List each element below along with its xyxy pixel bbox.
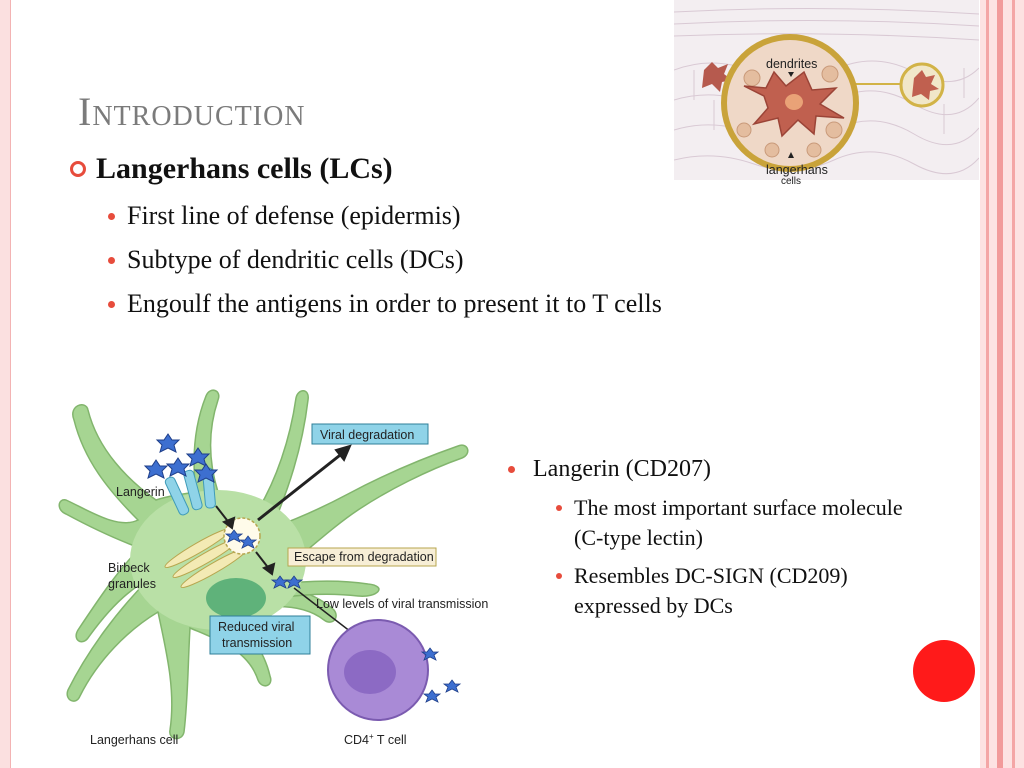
birbeck-label-2: granules <box>108 577 156 591</box>
langerin-label: Langerin <box>116 485 165 499</box>
bullet-dot-icon <box>108 212 115 220</box>
bullet-dot-icon <box>556 505 562 511</box>
right-stripe-line-2 <box>997 0 1003 768</box>
cd4-t-cell-label: CD4+ T cell <box>344 732 407 747</box>
slide-title: Introduction <box>78 89 306 134</box>
skin-langerhans-illustration: dendrites langerhans <box>674 0 979 180</box>
sub-bullet-item: First line of defense (epidermis) <box>108 194 662 238</box>
viral-degradation-label: Viral degradation <box>320 428 414 442</box>
ring-bullet-icon <box>70 161 86 177</box>
langerin-sub-item: Resembles DC-SIGN (CD209) expressed by D… <box>556 561 948 621</box>
langerin-bullet: Langerin (CD207) <box>508 456 948 483</box>
langerin-sub-text: Resembles DC-SIGN (CD209) expressed by D… <box>574 563 848 618</box>
reduced-label-2: transmission <box>222 636 292 650</box>
langerin-bullet-list: Langerin (CD207) The most important surf… <box>508 456 948 629</box>
sub-bullet-text: First line of defense (epidermis) <box>127 201 461 230</box>
sub-bullet-text: Engoulf the antigens in order to present… <box>127 289 662 318</box>
main-bullet: Langerhans cells (LCs) <box>70 152 393 186</box>
langerin-sub-text: The most important surface molecule (C-t… <box>574 495 903 550</box>
langerin-heading: Langerin (CD207) <box>533 456 711 482</box>
bullet-dot-icon <box>108 256 115 264</box>
low-levels-label: Low levels of viral transmission <box>316 597 488 611</box>
main-bullet-text: Langerhans cells (LCs) <box>96 152 393 185</box>
birbeck-label-1: Birbeck <box>108 561 150 575</box>
cells-label: cells <box>781 176 802 187</box>
reduced-label-1: Reduced viral <box>218 620 294 634</box>
sub-bullet-text: Subtype of dendritic cells (DCs) <box>127 245 464 274</box>
bullet-dot-icon <box>508 466 515 473</box>
langerhans-mechanism-diagram: Viral degradation Escape from degradatio… <box>58 389 488 747</box>
right-stripe-line-1 <box>986 0 989 768</box>
left-border-decoration <box>0 0 11 768</box>
bullet-dot-icon <box>556 573 562 579</box>
red-circle-decoration <box>913 640 975 702</box>
langerhans-cell-label: Langerhans cell <box>90 733 178 747</box>
sub-bullet-list: First line of defense (epidermis) Subtyp… <box>108 194 662 326</box>
langerin-sub-item: The most important surface molecule (C-t… <box>556 493 948 553</box>
escape-label: Escape from degradation <box>294 550 434 564</box>
langerhans-label: langerhans <box>766 163 828 177</box>
dendrites-label: dendrites <box>766 57 817 71</box>
sub-bullet-item: Engoulf the antigens in order to present… <box>108 282 662 326</box>
sub-bullet-item: Subtype of dendritic cells (DCs) <box>108 238 662 282</box>
bullet-dot-icon <box>108 300 115 308</box>
right-stripe-line-3 <box>1012 0 1015 768</box>
